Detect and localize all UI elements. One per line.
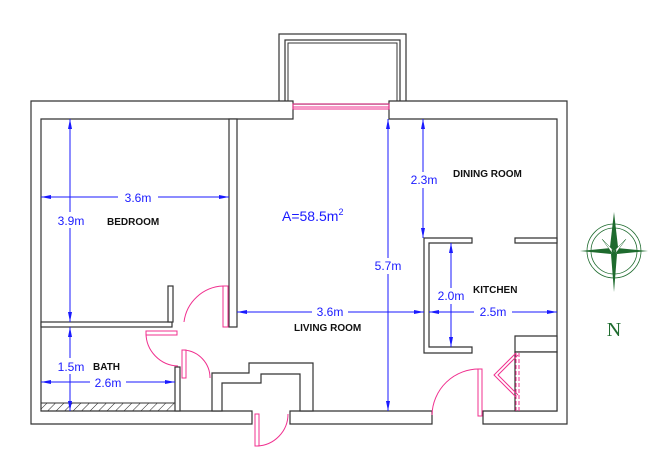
dining-height-label: 2.3m: [411, 173, 438, 187]
compass-rose-icon: [580, 212, 648, 292]
bath-width-label: 2.6m: [95, 376, 122, 390]
room-label-bath: BATH: [93, 362, 120, 373]
balcony: [278, 33, 407, 105]
kitchen-folding-door[interactable]: [493, 352, 520, 411]
room-label-dining-room: DINING ROOM: [453, 169, 522, 180]
bath-height-label: 1.5m: [58, 360, 85, 374]
living-height-label: 5.7m: [375, 259, 402, 273]
kitchen-height-label: 2.0m: [438, 289, 465, 303]
kitchen-width-label: 2.5m: [480, 305, 507, 319]
entry-door[interactable]: [254, 413, 289, 447]
bedroom-height-label: 3.9m: [58, 214, 85, 228]
closet-door[interactable]: [181, 349, 211, 379]
bath-door[interactable]: [145, 330, 179, 367]
room-label-kitchen: KITCHEN: [473, 285, 517, 296]
bathtub-hatch: [40, 402, 176, 412]
room-label-bedroom: BEDROOM: [107, 217, 159, 228]
front-door[interactable]: [431, 368, 483, 417]
interior-walls: [40, 118, 558, 412]
living-width-label: 3.6m: [317, 305, 344, 319]
bedroom-width-label: 3.6m: [125, 191, 152, 205]
compass-north-label: N: [607, 319, 621, 341]
room-label-living-room: LIVING ROOM: [294, 323, 361, 334]
bedroom-door[interactable]: [183, 285, 229, 328]
area-label: A=58.5m2: [282, 207, 343, 224]
window: [292, 103, 390, 110]
